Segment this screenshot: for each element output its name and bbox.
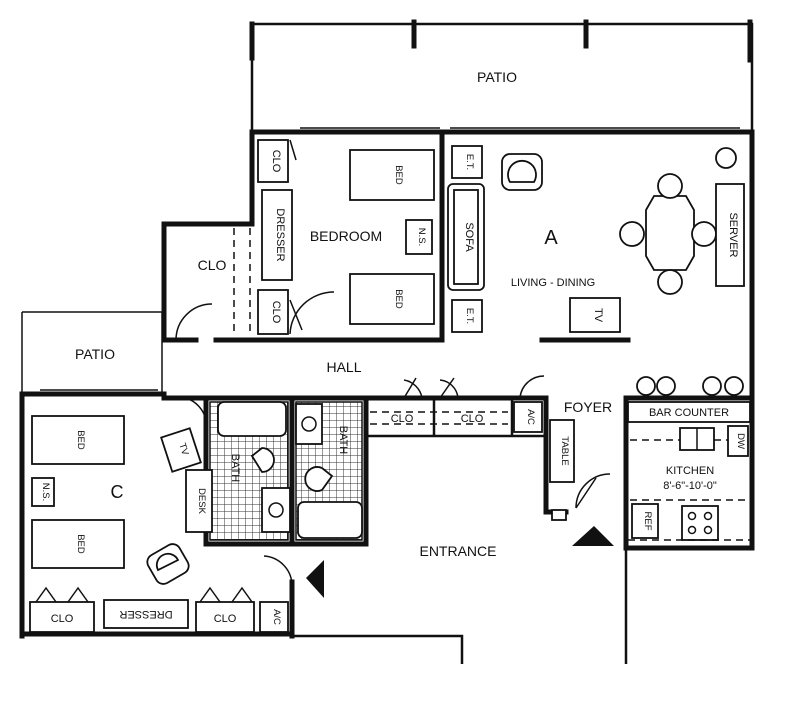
bed-a1-label: BED xyxy=(393,165,404,185)
server xyxy=(715,183,745,287)
bed-c1 xyxy=(31,415,125,465)
sink-2 xyxy=(295,403,323,445)
unit-c-label: C xyxy=(111,482,124,502)
bedroom-label: BEDROOM xyxy=(310,228,382,244)
sofa-cushion xyxy=(453,189,479,285)
unit-c-door-swing xyxy=(263,555,293,585)
windows xyxy=(40,127,740,391)
dresser-a xyxy=(261,189,293,281)
desk xyxy=(185,469,213,533)
sofa-label: SOFA xyxy=(463,222,475,252)
refrigerator-label: REF xyxy=(642,512,653,531)
dishwasher xyxy=(727,425,749,457)
bath-block: BATH BATH xyxy=(209,401,363,541)
living-dining-label: LIVING - DINING xyxy=(511,277,595,289)
bed-a2-label: BED xyxy=(393,289,404,309)
end-table-top xyxy=(451,145,483,179)
entrance-label: ENTRANCE xyxy=(419,543,496,559)
ac-hall xyxy=(513,401,543,433)
ac-c xyxy=(259,601,289,633)
armchair-c xyxy=(146,543,190,585)
end-table-bottom xyxy=(451,299,483,333)
end-table-bottom-label: E.T. xyxy=(464,308,475,324)
bed-a1 xyxy=(349,149,435,201)
hall-label: HALL xyxy=(326,359,361,375)
armchair-a xyxy=(501,153,543,191)
hall-closets: CLO CLO A/C xyxy=(370,401,543,433)
tub-2 xyxy=(297,501,363,539)
entry-door-swing xyxy=(575,473,611,509)
tv-a-label: TV xyxy=(592,308,604,323)
nightstand-c xyxy=(31,477,55,507)
hall-closet-1-label: CLO xyxy=(391,413,414,425)
closet-top xyxy=(257,139,289,183)
walls xyxy=(19,19,755,664)
nightstand-a-label: N.S. xyxy=(416,228,427,246)
tv-a xyxy=(569,297,621,333)
bed-c1-label: BED xyxy=(75,430,86,450)
refrigerator xyxy=(631,503,659,539)
patio-top-label: PATIO xyxy=(477,69,517,85)
living-dining: E.T. SOFA E.T. A LIVING - DINING SERVER … xyxy=(447,145,745,333)
foyer-label: FOYER xyxy=(564,399,612,415)
kitchen: BAR COUNTER DW KITCHEN 8'-6"-10'-0" REF xyxy=(627,376,751,541)
ac-hall-label: A/C xyxy=(525,409,536,425)
nightstand-a xyxy=(405,219,433,255)
hall-closet: CLO xyxy=(175,228,251,341)
entry-arrow-c xyxy=(306,560,324,598)
hall-closet-label: CLO xyxy=(198,257,227,273)
bedroom-a: CLO DRESSER CLO BED BED N.S. BEDROOM xyxy=(257,139,435,335)
closet-bottom xyxy=(257,289,289,335)
closet-top-label: CLO xyxy=(270,150,282,173)
tv-c xyxy=(160,427,202,473)
toilet-2 xyxy=(304,466,334,492)
hall-doors xyxy=(185,375,545,421)
bar-counter-label: BAR COUNTER xyxy=(649,407,729,419)
nightstand-c-label: N.S. xyxy=(40,483,51,501)
ac-c-label: A/C xyxy=(271,609,282,625)
hall-closet-2-label: CLO xyxy=(461,413,484,425)
unit-c: BED N.S. BED C TV DESK CLO DRESSER CLO A… xyxy=(29,415,289,633)
dresser-a-label: DRESSER xyxy=(274,208,286,261)
kitchen-label: KITCHEN xyxy=(666,465,714,477)
entry-arrow-a xyxy=(572,526,614,546)
closet-c1 xyxy=(29,601,95,633)
range xyxy=(681,505,719,541)
dresser-c xyxy=(103,599,189,629)
door-stop xyxy=(551,509,567,521)
dresser-c-label: DRESSER xyxy=(119,608,172,620)
closet-c2 xyxy=(195,601,255,633)
toilet-1 xyxy=(250,447,275,473)
closet-c1-label: CLO xyxy=(51,613,74,625)
plant xyxy=(715,147,737,169)
server-label: SERVER xyxy=(727,212,739,257)
patio-left-label: PATIO xyxy=(75,346,115,362)
kitchen-size-label: 8'-6"-10'-0" xyxy=(663,480,717,492)
end-table-top-label: E.T. xyxy=(464,154,475,170)
foyer-table-label: TABLE xyxy=(559,436,570,465)
bed-a2 xyxy=(349,273,435,325)
bed-c2 xyxy=(31,519,125,569)
bath-1-label: BATH xyxy=(229,454,241,483)
bar-counter xyxy=(627,401,751,423)
tv-c-label: TV xyxy=(176,442,190,458)
sink-1 xyxy=(261,487,291,533)
desk-label: DESK xyxy=(196,488,207,515)
closet-c2-label: CLO xyxy=(214,613,237,625)
bath-2-label: BATH xyxy=(337,426,349,455)
dishwasher-label: DW xyxy=(735,433,746,449)
dining-table xyxy=(619,173,717,295)
unit-a-label: A xyxy=(544,227,558,249)
closet-bottom-label: CLO xyxy=(270,301,282,324)
bed-c2-label: BED xyxy=(75,534,86,554)
tub-1 xyxy=(217,401,287,437)
foyer-table xyxy=(549,419,575,483)
